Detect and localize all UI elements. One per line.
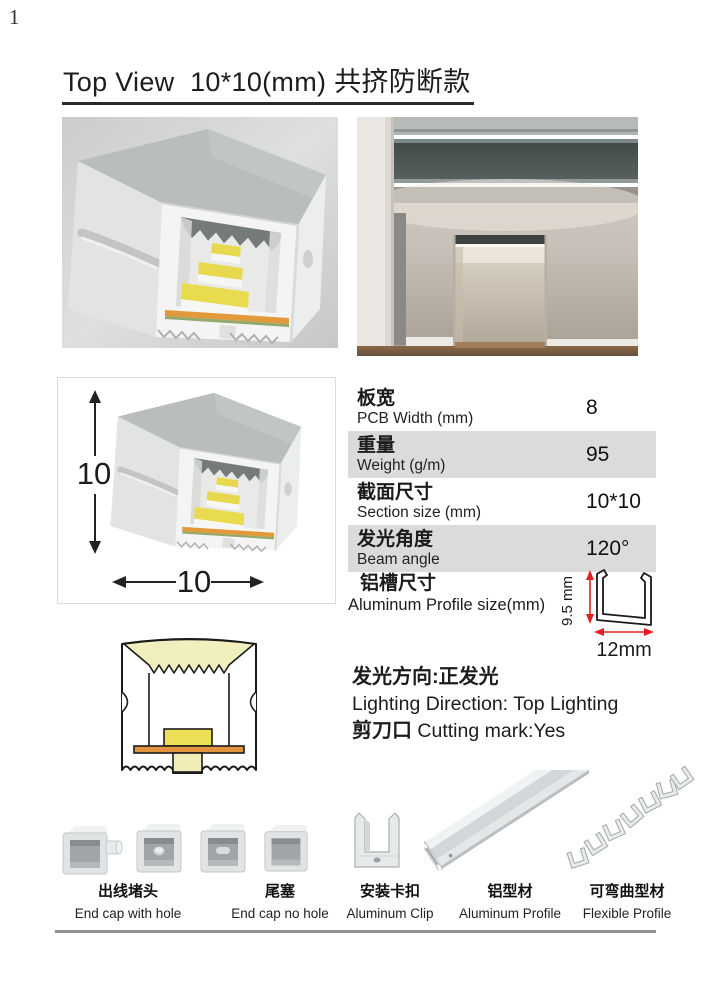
page-number: 1 xyxy=(9,5,20,29)
row-label-en: PCB Width (mm) xyxy=(357,410,474,427)
profile-render-image xyxy=(62,117,338,348)
end-cap-with-slot-image xyxy=(198,822,248,874)
lighting-direction-en: Lighting Direction: Top Lighting xyxy=(352,693,619,715)
caption-zh: 铝型材 xyxy=(487,883,533,900)
lighting-direction-zh: 发光方向:正发光 xyxy=(352,666,499,688)
aluminum-channel-svg: 9.5 mm 12mm xyxy=(559,569,654,661)
profile-render-svg xyxy=(62,117,338,348)
row-label-en: Beam angle xyxy=(357,551,440,568)
dimension-drawing-svg: 10 10 xyxy=(77,378,335,599)
caption-aluminum-clip: 安装卡扣 Aluminum Clip xyxy=(315,882,465,923)
cross-section-shape xyxy=(121,638,257,774)
end-cap-with-nub-image xyxy=(60,824,124,876)
caption-en: Aluminum Profile xyxy=(458,906,562,921)
row-value: 95 xyxy=(586,442,610,466)
aluminum-size-row: 铝槽尺寸 Aluminum Profile size(mm) xyxy=(348,572,558,616)
aluminum-channel-diagram: 9.5 mm 12mm xyxy=(556,562,668,668)
cross-section-svg xyxy=(121,638,257,774)
caption-zh: 尾塞 xyxy=(264,883,295,900)
row-label-zh: 板宽 xyxy=(357,388,396,409)
photo-scene xyxy=(357,117,638,356)
table-row: 重量 Weight (g/m) 95 xyxy=(348,431,656,478)
row-label-zh: 重量 xyxy=(357,435,396,456)
table-row: 截面尺寸 Section size (mm) 10*10 xyxy=(348,478,656,525)
doorway xyxy=(453,235,547,347)
caption-zh: 可弯曲型材 xyxy=(589,883,665,900)
cutting-mark-en: Cutting mark:Yes xyxy=(412,720,566,742)
stem xyxy=(172,752,203,773)
flexible-profile-image xyxy=(560,766,700,874)
table-row: 发光角度 Beam angle 120° xyxy=(348,525,656,572)
row-value: 10*10 xyxy=(586,489,641,513)
table-row: 板宽 PCB Width (mm) 8 xyxy=(348,384,656,431)
aluminum-clip-image xyxy=(352,810,402,872)
led-line-1 xyxy=(393,135,638,139)
silicone-tube-3d-small xyxy=(110,393,301,551)
caption-end-cap-no-hole: 尾塞 End cap no hole xyxy=(205,882,355,923)
page-title: Top View 10*10(mm) 共挤防断款 xyxy=(62,60,474,105)
silicone-tube-3d xyxy=(68,129,326,343)
caption-en: Aluminum Clip xyxy=(346,906,434,921)
cross-section-diagram xyxy=(118,632,260,778)
spec-table: 板宽 PCB Width (mm) 8 重量 Weight (g/m) 95 截… xyxy=(348,384,656,572)
bottom-divider xyxy=(55,930,656,933)
caption-en: End cap with hole xyxy=(74,906,182,921)
led-chip xyxy=(163,728,213,747)
aluminum-profile-image xyxy=(424,770,589,870)
height-dimension-label: 10 xyxy=(77,456,111,491)
aluminum-label-en: Aluminum Profile size(mm) xyxy=(348,596,546,614)
row-label-zh: 发光角度 xyxy=(357,529,434,550)
pcb-strip xyxy=(133,745,245,754)
floor xyxy=(357,346,638,356)
caption-flexible-profile: 可弯曲型材 Flexible Profile xyxy=(552,882,702,923)
wall-recess xyxy=(394,213,406,345)
row-label-zh: 截面尺寸 xyxy=(357,482,434,503)
row-value: 120° xyxy=(586,536,630,560)
caption-en: End cap no hole xyxy=(231,906,329,921)
end-cap-with-hole-image xyxy=(134,822,184,874)
u-channel-outline xyxy=(596,569,652,626)
caption-zh: 安装卡扣 xyxy=(359,883,420,900)
aluminum-label-zh: 铝槽尺寸 xyxy=(360,573,437,594)
width-dimension-label: 10 xyxy=(177,564,211,599)
row-label-en: Weight (g/m) xyxy=(357,457,446,474)
diffuser-area xyxy=(123,638,255,674)
application-photo xyxy=(357,117,638,356)
row-value: 8 xyxy=(586,395,598,419)
channel-height-label: 9.5 mm xyxy=(559,576,576,626)
caption-zh: 出线堵头 xyxy=(97,883,158,900)
caption-en: Flexible Profile xyxy=(582,906,672,921)
end-cap-plain-image xyxy=(262,822,310,874)
caption-end-cap-with-hole: 出线堵头 End cap with hole xyxy=(53,882,203,923)
channel-width-label: 12mm xyxy=(596,639,652,661)
lighting-info: 发光方向:正发光 Lighting Direction: Top Lightin… xyxy=(352,664,618,746)
cutting-mark-line: 剪刀口 Cutting mark:Yes xyxy=(352,718,618,746)
caption-aluminum-profile: 铝型材 Aluminum Profile xyxy=(435,882,585,923)
application-photo-svg xyxy=(357,117,638,356)
dimension-drawing: 10 10 xyxy=(57,377,336,604)
cutting-mark-zh: 剪刀口 xyxy=(352,720,412,742)
row-label-en: Section size (mm) xyxy=(357,504,482,521)
